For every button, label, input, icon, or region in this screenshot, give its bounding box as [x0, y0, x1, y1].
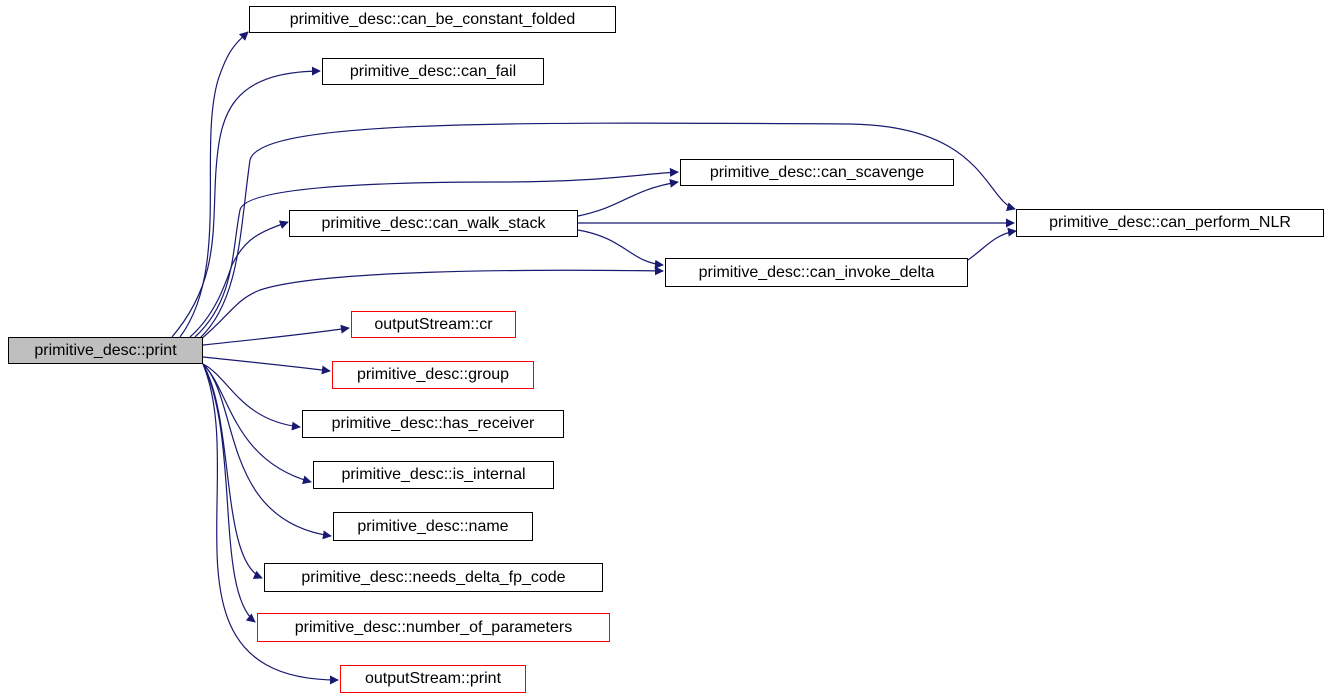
- node-can-walk-stack[interactable]: primitive_desc::can_walk_stack: [289, 210, 578, 237]
- node-can-be-constant-folded[interactable]: primitive_desc::can_be_constant_folded: [249, 6, 616, 33]
- node-can-perform-nlr[interactable]: primitive_desc::can_perform_NLR: [1016, 209, 1324, 237]
- edge-root-to-can-walk-stack: [189, 220, 289, 338]
- edge-root-to-number-of-parameters: [202, 363, 256, 623]
- edge-root-to-can-invoke-delta: [199, 266, 664, 341]
- edge-root-to-output-print: [202, 363, 339, 685]
- edge-root-to-needs-delta-fp-code: [202, 363, 263, 579]
- node-output-stream-print[interactable]: outputStream::print: [340, 665, 526, 693]
- node-is-internal[interactable]: primitive_desc::is_internal: [313, 461, 554, 489]
- edge-root-to-group: [202, 356, 331, 375]
- edge-root-to-has-receiver: [202, 363, 301, 431]
- node-can-scavenge[interactable]: primitive_desc::can_scavenge: [680, 159, 954, 186]
- node-can-invoke-delta[interactable]: primitive_desc::can_invoke_delta: [665, 258, 968, 287]
- edge-root-to-can-perform-nlr: [199, 122, 1016, 339]
- node-name[interactable]: primitive_desc::name: [333, 512, 533, 541]
- edge-root-to-can-be-constant-folded: [179, 31, 249, 338]
- node-number-of-parameters[interactable]: primitive_desc::number_of_parameters: [257, 613, 610, 642]
- edge-root-to-can-fail: [171, 66, 321, 338]
- edge-can-invoke-delta-to-can-perform-nlr: [967, 227, 1017, 261]
- edge-root-to-name: [202, 363, 332, 540]
- node-can-fail[interactable]: primitive_desc::can_fail: [322, 58, 544, 85]
- node-primitive-desc-print: primitive_desc::print: [8, 337, 203, 364]
- edge-can-walk-stack-to-can-invoke-delta: [577, 229, 664, 269]
- node-group[interactable]: primitive_desc::group: [332, 361, 534, 389]
- node-needs-delta-fp-code[interactable]: primitive_desc::needs_delta_fp_code: [264, 563, 603, 592]
- edge-root-to-output-cr: [202, 324, 350, 346]
- node-output-stream-cr[interactable]: outputStream::cr: [351, 311, 516, 338]
- edge-can-walk-stack-to-can-scavenge: [577, 178, 679, 217]
- node-has-receiver[interactable]: primitive_desc::has_receiver: [302, 410, 564, 438]
